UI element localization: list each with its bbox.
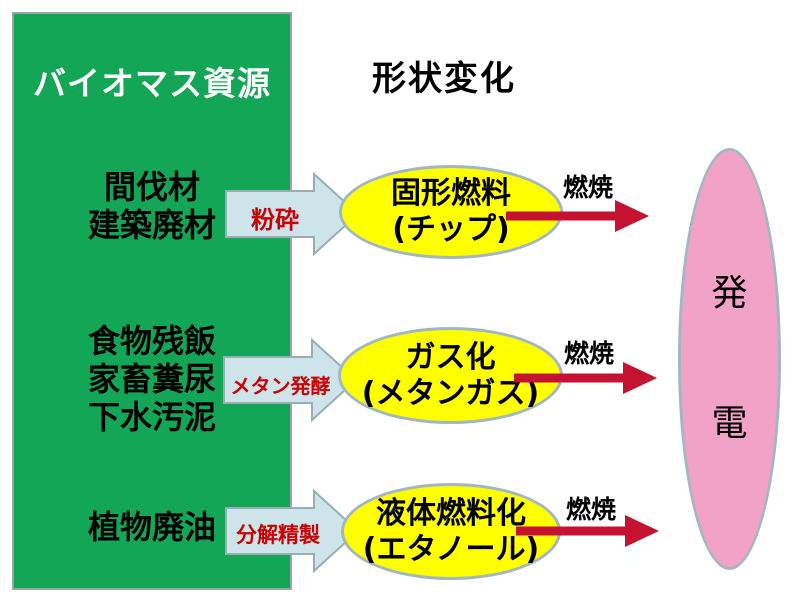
process-arrow-icon xyxy=(225,171,360,257)
resource-line: 植物廃油 xyxy=(87,508,216,546)
biomass-resource-panel xyxy=(12,12,292,590)
combustion-arrow-icon xyxy=(514,362,657,394)
panel-title: バイオマス資源 xyxy=(33,64,271,103)
fuel-ellipse-line2: (メタンガス) xyxy=(361,375,540,411)
process-arrow-label: メタン発酵 xyxy=(230,374,331,398)
resource-line: 間伐材 xyxy=(103,168,200,206)
combustion-label: 燃焼 xyxy=(565,495,616,524)
process-arrow-icon xyxy=(225,488,360,574)
resource-line: 家畜糞尿 xyxy=(87,360,216,398)
resource-line: 食物残飯 xyxy=(87,322,216,360)
fuel-ellipse-line1: ガス化 xyxy=(405,339,496,375)
combustion-label: 燃焼 xyxy=(563,339,614,368)
resource-line: 下水汚泥 xyxy=(87,398,216,436)
process-arrow-label: 分解精製 xyxy=(236,523,320,547)
resource-group-organic-waste: 食物残飯 家畜糞尿 下水汚泥 xyxy=(20,322,284,436)
process-arrow-icon xyxy=(223,337,358,423)
fuel-ellipse-line2: (チップ) xyxy=(392,212,510,247)
resource-group-waste-oil: 植物廃油 xyxy=(20,508,284,546)
shape-change-heading: 形状変化 xyxy=(372,59,516,99)
resource-line: 建築廃材 xyxy=(87,206,216,244)
power-generation-ellipse: 発 電 xyxy=(678,148,781,570)
fuel-ellipse-line1: 液体燃料化 xyxy=(376,495,526,531)
resource-group-wood: 間伐材 建築廃材 xyxy=(20,168,284,244)
process-arrow-label: 粉砕 xyxy=(251,206,299,234)
fuel-ellipse-line1: 固形燃料 xyxy=(391,176,511,211)
generation-char-2: 電 xyxy=(711,403,748,444)
combustion-arrow-icon xyxy=(516,515,659,547)
combustion-arrow-icon xyxy=(506,200,649,232)
generation-char-1: 発 xyxy=(711,273,748,314)
fuel-ellipse-liquid: 液体燃料化 (エタノール) xyxy=(341,483,561,580)
combustion-label: 燃焼 xyxy=(562,173,613,202)
fuel-ellipse-line2: (エタノール) xyxy=(362,531,540,567)
